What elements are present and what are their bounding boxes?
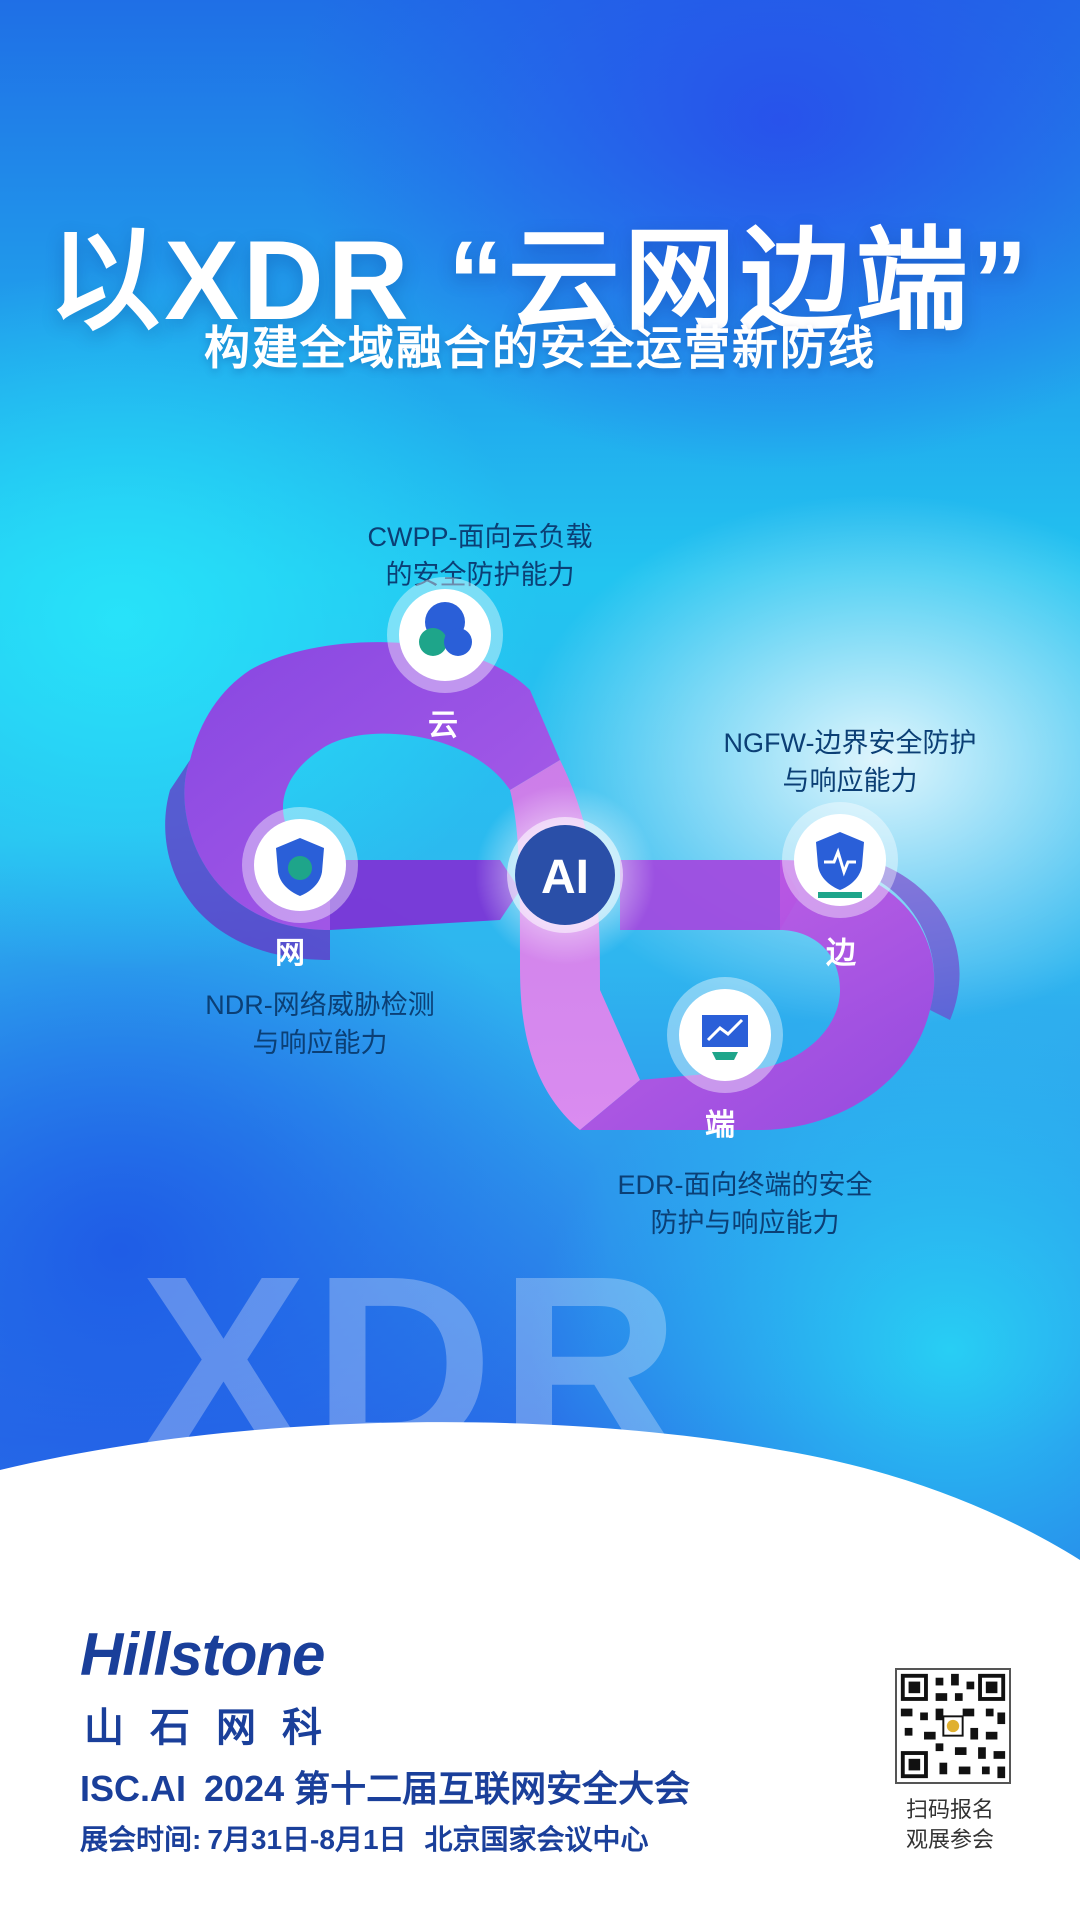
endpoint-caption: EDR-面向终端的安全 防护与响应能力 xyxy=(585,1166,905,1242)
ai-label: AI xyxy=(541,851,589,904)
network-caption-line2: 与响应能力 xyxy=(252,1028,388,1058)
node-cloud xyxy=(387,577,503,693)
page-subtitle: 构建全域融合的安全运营新防线 xyxy=(204,322,876,374)
loop-band-left-shadow xyxy=(165,760,330,960)
node-label-cloud: 云 xyxy=(428,709,458,742)
cloud-caption: CWPP-面向云负载 的安全防护能力 xyxy=(320,518,640,594)
cloud-icon xyxy=(419,602,472,656)
event-title: 第十二届互联网安全大会 xyxy=(294,1768,691,1809)
arrow-band-right xyxy=(620,860,800,930)
event-year: 2024 xyxy=(204,1768,285,1809)
date-label: 展会时间: xyxy=(80,1824,202,1855)
node-label-edge: 边 xyxy=(826,937,856,970)
shield-globe-icon xyxy=(276,838,324,896)
date-value: 7月31日-8月1日 xyxy=(207,1824,407,1855)
qr-caption-line2: 观展参会 xyxy=(905,1827,994,1852)
event-location: 北京国家会议中心 xyxy=(424,1824,649,1855)
page-title: 以XDR “云网边端” xyxy=(48,218,1032,343)
shield-pulse-icon xyxy=(816,832,864,898)
ai-badge xyxy=(515,825,615,925)
node-label-endpoint: 端 xyxy=(705,1109,735,1142)
loop-band-right xyxy=(580,860,935,1130)
cloud-caption-line2: 的安全防护能力 xyxy=(385,560,575,590)
network-caption-line1: NDR-网络威胁检测 xyxy=(205,990,435,1020)
brand-logo-en: Hillstone xyxy=(80,1621,325,1688)
node-edge xyxy=(782,802,898,918)
endpoint-caption-line1: EDR-面向终端的安全 xyxy=(617,1170,873,1200)
cloud-caption-line1: CWPP-面向云负载 xyxy=(367,522,593,552)
qr-caption-line1: 扫码报名 xyxy=(905,1797,994,1822)
arrow-band-left xyxy=(330,860,520,930)
event-name: ISC.AI xyxy=(80,1768,187,1809)
network-caption: NDR-网络威胁检测 与响应能力 xyxy=(160,986,480,1062)
node-network xyxy=(242,807,358,923)
node-label-network: 网 xyxy=(275,937,305,970)
monitor-chart-icon xyxy=(702,1015,748,1060)
endpoint-caption-line2: 防护与响应能力 xyxy=(650,1208,840,1238)
node-endpoint xyxy=(667,977,783,1093)
infinity-loop-diagram: AI xyxy=(165,577,960,1130)
bottom-white-wave xyxy=(0,1422,1080,1920)
qr-code[interactable] xyxy=(895,1668,1011,1784)
qr-caption: 扫码报名 观展参会 xyxy=(880,1795,1020,1855)
edge-caption-line2: 与响应能力 xyxy=(782,766,918,796)
edge-caption-line1: NGFW-边界安全防护 xyxy=(723,728,977,758)
edge-caption: NGFW-边界安全防护 与响应能力 xyxy=(700,724,1000,800)
loop-band-right-shadow xyxy=(800,850,960,1020)
date-line: 展会时间:7月31日-8月1日北京国家会议中心 xyxy=(80,1818,649,1858)
brand-logo-cn: 山石网科 xyxy=(84,1706,348,1750)
